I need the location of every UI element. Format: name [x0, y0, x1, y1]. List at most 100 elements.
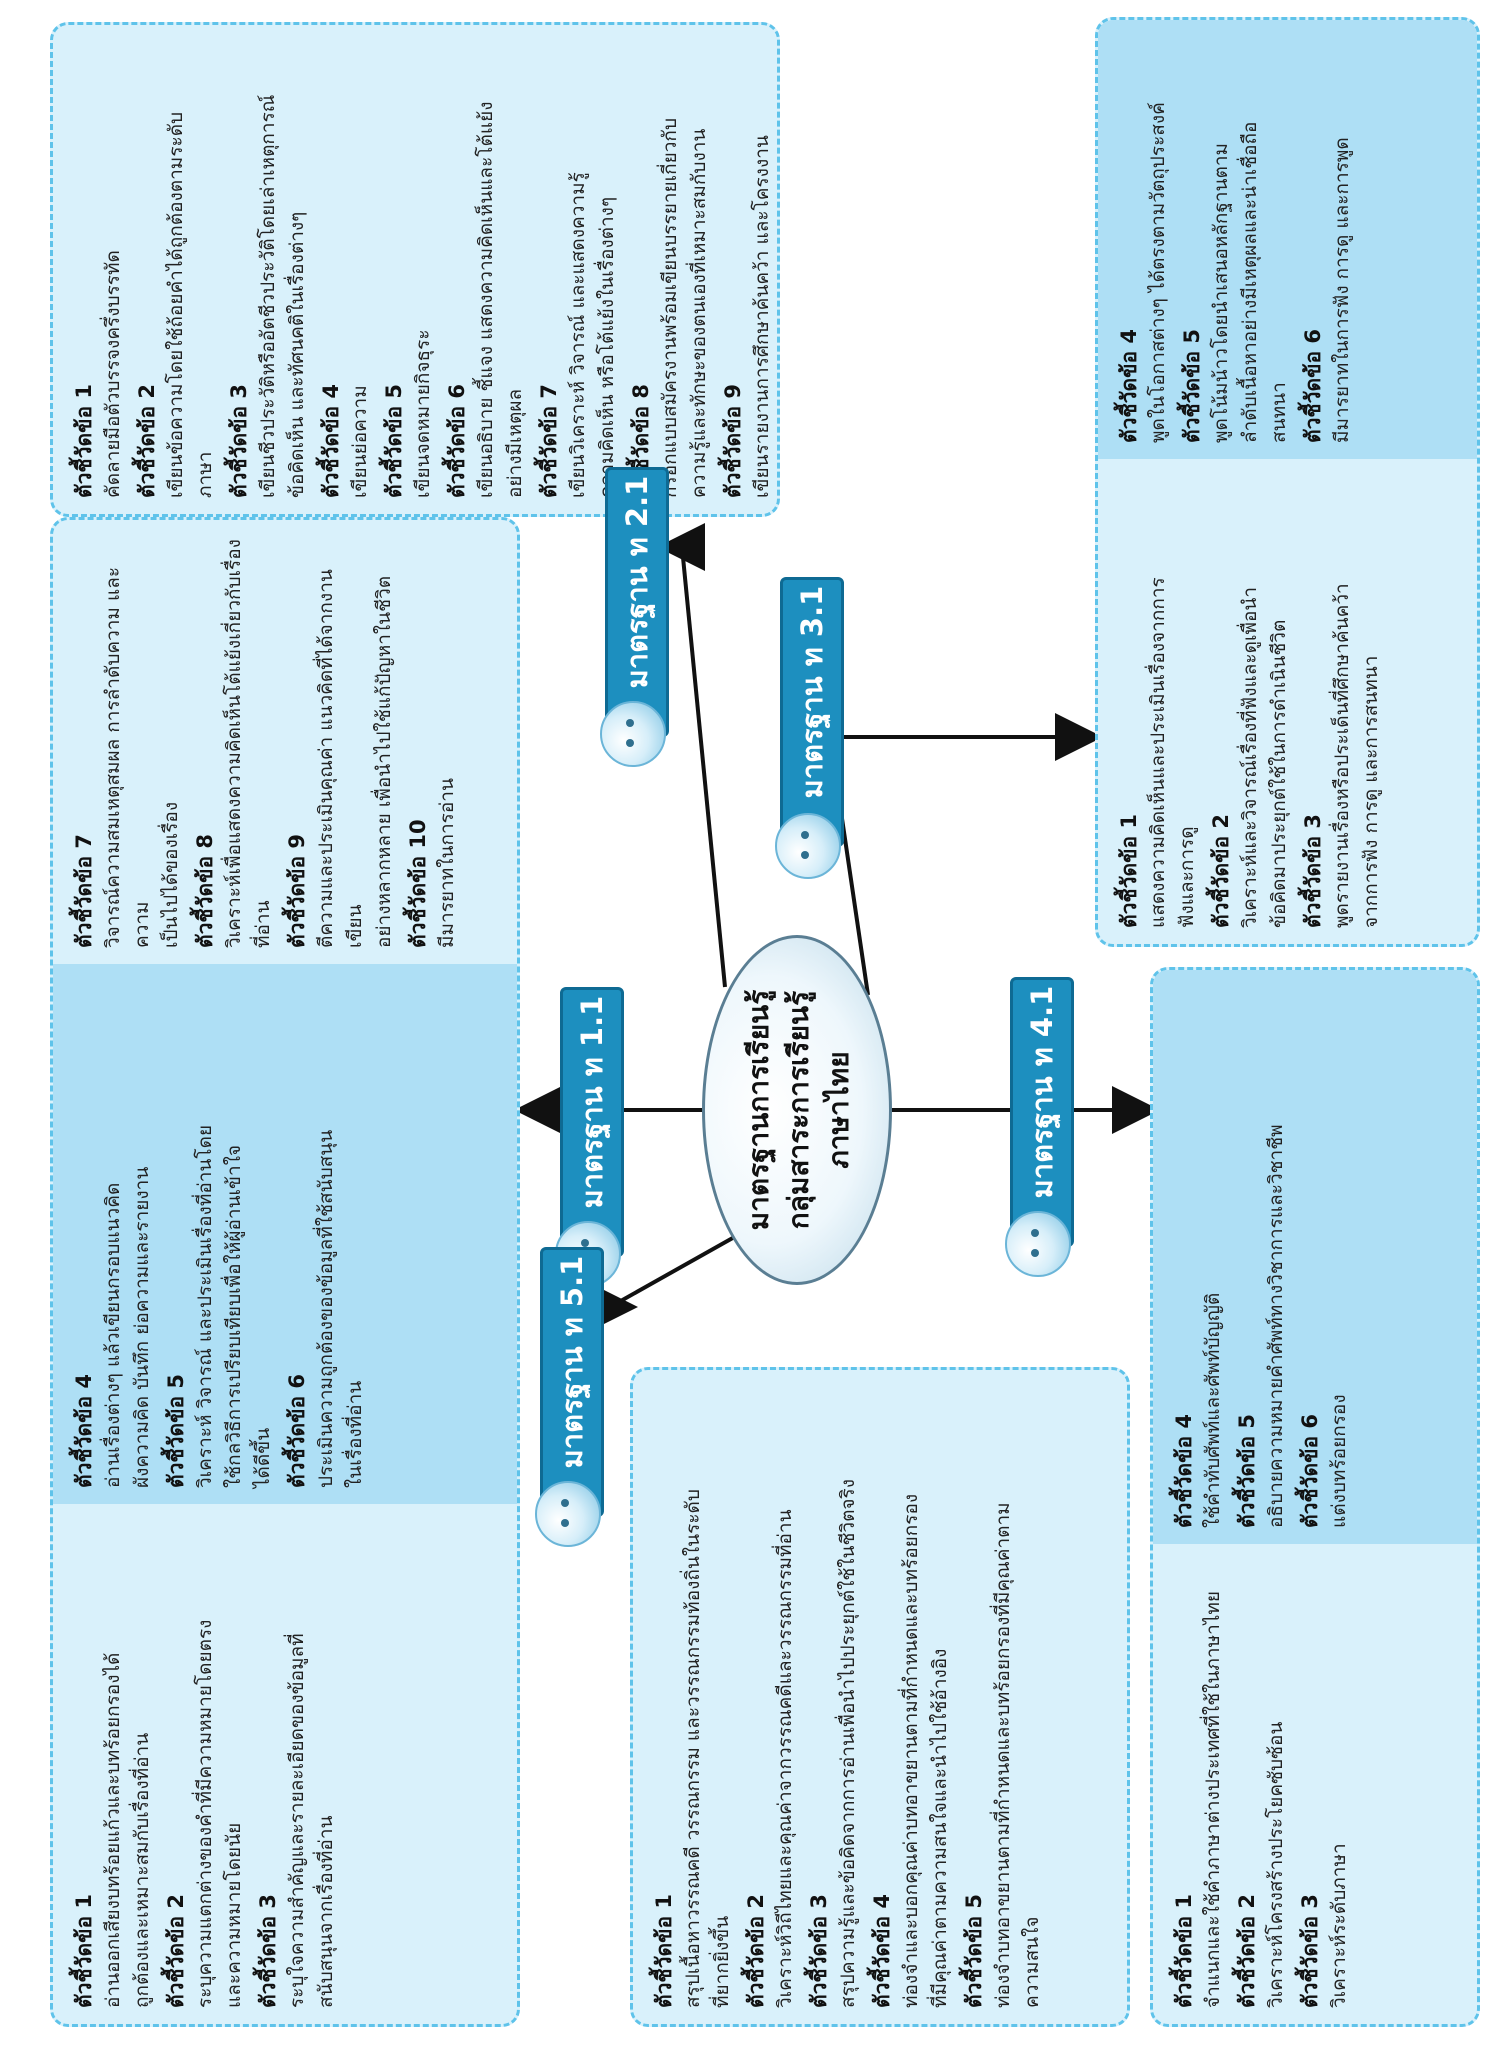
indicator-text: วิจารณ์ความสมเหตุสมผล การลำดับความ และคว… — [102, 566, 153, 948]
indicator-text: ที่มีคุณค่าตามความสนใจและนำไปใช้อ้างอิง — [929, 1648, 951, 2008]
indicator-text: กรอกแบบสมัครงานพร้อมเขียนบรรยายเกี่ยวกับ — [659, 118, 681, 498]
indicator-text: สนับสนุนจากเรื่องที่อ่าน — [315, 1815, 337, 2008]
indicator-text: ข้อคิดเห็น และทัศนคติในเรื่องต่างๆ — [286, 211, 308, 498]
indicator-text: ระบุความแตกต่างของคำที่มีความหมายโดยตรง — [194, 1619, 216, 2008]
indicator-column-1: ตัวชี้วัดข้อ 1 จำแนกและใช้คำภาษาต่างประเท… — [1153, 1544, 1477, 2024]
badge-standard-5-1: มาตรฐาน ท 5.1 — [540, 1247, 604, 1517]
indicator-text: ใช้คำทับศัพท์และศัพท์บัญญัติ — [1202, 1292, 1224, 1528]
indicator-text: อ่านเรื่องต่างๆ แล้วเขียนกรอบแนวคิด — [102, 1182, 124, 1488]
indicator-heading: ตัวชี้วัดข้อ 4 — [1172, 1413, 1196, 1528]
standard-4-1-panel: ตัวชี้วัดข้อ 1 จำแนกและใช้คำภาษาต่างประเท… — [1150, 967, 1480, 2027]
indicator-text: เขียนข้อความโดยใช้ถ้อยคำได้ถูกต้องตามระด… — [165, 111, 187, 498]
indicator-text: วิเคราะห์โครงสร้างประโยคซับซ้อน — [1265, 1721, 1287, 2008]
indicator-heading: ตัวชี้วัดข้อ 4 — [72, 1373, 96, 1488]
badge-standard-2-1: มาตรฐาน ท 2.1 — [605, 467, 669, 737]
badge-label: มาตรฐาน ท 1.1 — [575, 995, 609, 1209]
indicator-heading: ตัวชี้วัดข้อ 1 — [1172, 1893, 1196, 2008]
indicator-text: ได้ดีขึ้น — [252, 1427, 274, 1488]
indicator-heading: ตัวชี้วัดข้อ 5 — [382, 383, 406, 498]
indicator-text: ประเมินความถูกต้องของข้อมูลที่ใช้สนับสนุ… — [315, 1129, 337, 1488]
badge-standard-3-1: มาตรฐาน ท 3.1 — [780, 577, 844, 847]
badge-standard-4-1: มาตรฐาน ท 4.1 — [1010, 977, 1074, 1247]
indicator-heading: ตัวชี้วัดข้อ 2 — [135, 383, 159, 498]
indicator-text: อธิบายความหมายคำศัพท์ทางวิชาการและวิชาชี… — [1265, 1124, 1287, 1528]
indicator-text: ท่องจำและบอกคุณค่าบทอาขยานตามที่กำหนดและ… — [900, 1493, 922, 2008]
indicator-heading: ตัวชี้วัดข้อ 3 — [256, 1893, 280, 2008]
indicator-heading: ตัวชี้วัดข้อ 5 — [1235, 1413, 1259, 1528]
indicator-text: พูดรายงานเรื่องหรือประเด็นที่ศึกษาค้นคว้… — [1331, 583, 1353, 928]
indicator-text: และความหมายโดยนัย — [223, 1822, 245, 2008]
indicator-heading: ตัวชี้วัดข้อ 10 — [406, 819, 430, 948]
indicator-text: วิเคราะห์ระดับภาษา — [1328, 1843, 1350, 2008]
indicator-text: ท่องจำบทอาขยานตามที่กำหนดและบทร้อยกรองที… — [992, 1502, 1014, 2008]
indicator-heading: ตัวชี้วัดข้อ 8 — [629, 383, 653, 498]
indicator-text: สรุปเนื้อหาวรรณคดี วรรณกรรม และวรรณกรรมท… — [682, 1489, 704, 2008]
indicator-text: เขียนอธิบาย ชี้แจง แสดงความคิดเห็นและโต้… — [475, 101, 497, 499]
indicator-heading: ตัวชี้วัดข้อ 5 — [1180, 328, 1204, 443]
indicator-text: ลำดับเนื้อหาอย่างมีเหตุผลและน่าเชื่อถือ — [1239, 121, 1261, 443]
indicator-text: ความสนใจ — [1021, 1916, 1043, 2008]
mascot-icon — [600, 701, 666, 767]
indicator-text: อย่างหลากหลาย เพื่อนำไปใช้แก้ปัญหาในชีวิ… — [373, 575, 395, 948]
indicator-heading: ตัวชี้วัดข้อ 5 — [962, 1893, 986, 2008]
indicator-text: พูดโน้มน้าวโดยนำเสนอหลักฐานตาม — [1210, 142, 1232, 443]
badge-label: มาตรฐาน ท 5.1 — [555, 1255, 589, 1469]
indicator-text: ในเรื่องที่อ่าน — [344, 1380, 366, 1488]
indicator-text: ที่ยากยิ่งขึ้น — [711, 1915, 733, 2008]
indicator-heading: ตัวชี้วัดข้อ 2 — [744, 1893, 768, 2008]
indicator-text: ข้อคิดมาประยุกต์ใช้ในการดำเนินชีวิต — [1268, 619, 1290, 928]
indicator-heading: ตัวชี้วัดข้อ 3 — [1301, 813, 1325, 928]
indicator-column-2: ตัวชี้วัดข้อ 4 พูดในโอกาสต่างๆ ได้ตรงตามว… — [1098, 17, 1477, 459]
indicator-text: อย่างมีเหตุผล — [504, 388, 526, 498]
indicator-text: ฟังและการดู — [1176, 826, 1198, 928]
indicator-text: เขียนย่อความ — [349, 385, 371, 498]
indicator-heading: ตัวชี้วัดข้อ 1 — [72, 383, 96, 498]
hub-title-line2: กลุ่มสาระการเรียนรู้ — [782, 990, 815, 1230]
indicator-heading: ตัวชี้วัดข้อ 1 — [652, 1893, 676, 2008]
mascot-icon — [1005, 1211, 1071, 1277]
indicator-heading: ตัวชี้วัดข้อ 5 — [164, 1373, 188, 1488]
indicator-text: ความคิดเห็น หรือโต้แย้งในเรื่องต่างๆ — [596, 196, 618, 498]
indicator-text: วิเคราะห์วิถีไทยและคุณค่าจากวรรณคดีและวร… — [774, 1509, 796, 2008]
indicator-heading: ตัวชี้วัดข้อ 3 — [807, 1893, 831, 2008]
badge-label: มาตรฐาน ท 3.1 — [795, 585, 829, 799]
standard-5-1-panel: ตัวชี้วัดข้อ 1 สรุปเนื้อหาวรรณคดี วรรณกรร… — [630, 1367, 1130, 2027]
indicator-text: เขียนจดหมายกิจธุระ — [412, 329, 434, 498]
indicator-text: แต่งบทร้อยกรอง — [1328, 1394, 1350, 1528]
indicator-heading: ตัวชี้วัดข้อ 4 — [1117, 328, 1141, 443]
indicator-column: ตัวชี้วัดข้อ 1 สรุปเนื้อหาวรรณคดี วรรณกรร… — [633, 1370, 1127, 2024]
indicator-text: ภาษา — [194, 451, 216, 498]
indicator-heading: ตัวชี้วัดข้อ 6 — [1298, 1413, 1322, 1528]
indicator-heading: ตัวชี้วัดข้อ 6 — [445, 383, 469, 498]
indicator-text: มีมารยาทในการอ่าน — [436, 778, 458, 948]
connector-2-1 — [680, 546, 727, 988]
indicator-text: พูดในโอกาสต่างๆ ได้ตรงตามวัตถุประสงค์ — [1147, 102, 1169, 443]
indicator-heading: ตัวชี้วัดข้อ 2 — [1235, 1893, 1259, 2008]
indicator-text: สนทนา — [1268, 382, 1290, 443]
indicator-text: วิเคราะห์เพื่อแสดงความคิดเห็นโต้แย้งเกี่… — [223, 539, 245, 948]
indicator-column-2: ตัวชี้วัดข้อ 4 อ่านเรื่องต่างๆ แล้วเขียนก… — [53, 964, 517, 1504]
indicator-text: เขียนรายงานการศึกษาค้นคว้า และโครงงาน — [751, 135, 773, 498]
indicator-text: ผังความคิด บันทึก ย่อความและรายงาน — [131, 1166, 153, 1488]
indicator-text: ระบุใจความสำคัญและรายละเอียดของข้อมูลที่ — [286, 1633, 308, 2008]
indicator-text: เขียนชีวประวัติหรืออัตชีวประวัติโดยเล่าเ… — [257, 94, 279, 498]
connector-5-1 — [609, 1233, 739, 1309]
indicator-heading: ตัวชี้วัดข้อ 7 — [72, 833, 96, 948]
indicator-text: ใช้กลวิธีการเปรียบเทียบเพื่อให้ผู้อ่านเข… — [223, 1144, 245, 1488]
indicator-heading: ตัวชี้วัดข้อ 6 — [1301, 328, 1325, 443]
indicator-text: เขียนวิเคราะห์ วิจารณ์ และแสดงความรู้ — [567, 172, 589, 498]
indicator-heading: ตัวชี้วัดข้อ 3 — [227, 383, 251, 498]
indicator-text: แสดงความคิดเห็นและประเมินเรื่องจากการ — [1147, 577, 1169, 928]
indicator-text: ความรู้และทักษะของตนเองที่เหมาะสมกับงาน — [688, 128, 710, 498]
indicator-heading: ตัวชี้วัดข้อ 9 — [721, 383, 745, 498]
badge-label: มาตรฐาน ท 4.1 — [1025, 985, 1059, 1199]
indicator-text: จำแนกและใช้คำภาษาต่างประเทศที่ใช้ในภาษาไ… — [1202, 1591, 1224, 2008]
indicator-heading: ตัวชี้วัดข้อ 2 — [1209, 813, 1233, 928]
indicator-text: ตีความและประเมินคุณค่า แนวคิดที่ได้จากงา… — [315, 569, 366, 948]
